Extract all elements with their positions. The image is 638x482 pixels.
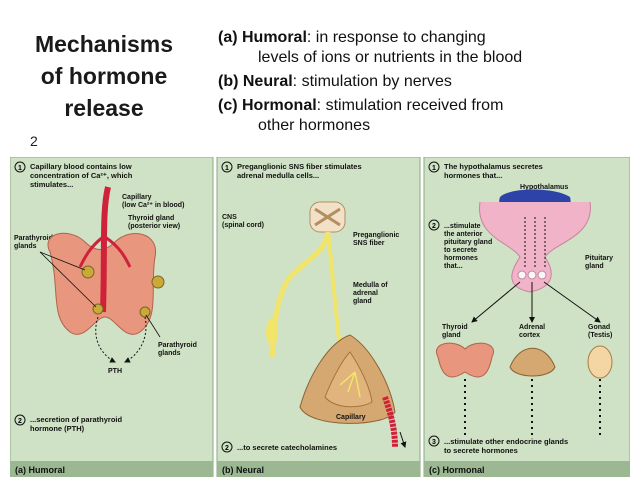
step-2-text: ...stimulate the anterior pituitary glan… [444, 223, 494, 270]
capillary-vessel [382, 396, 398, 448]
definition-label: (c) Hormonal [218, 97, 317, 114]
svg-text:3: 3 [432, 439, 436, 446]
gonad-label: Gonad (Testis) [588, 324, 612, 339]
mechanisms-diagram: (a) Humoral 1 Capillary blood contains l… [9, 156, 631, 478]
step-2-badge [428, 219, 440, 231]
slide-number: 2 [30, 133, 38, 149]
capillary-label: Capillary [336, 414, 366, 421]
definition-label: (b) Neural [218, 73, 293, 90]
parathyroid-label: Parathyroid glands [14, 235, 55, 250]
step-2-badge [221, 441, 233, 453]
hypothalamus-label: Hypothalamus [520, 184, 568, 191]
svg-text:1: 1 [18, 165, 22, 172]
slide-title: Mechanisms of hormone release [8, 28, 200, 124]
panel-hormonal: (c) Hormonal 1 The hypothalamus secretes… [423, 156, 631, 478]
parathyroid-gland-1 [81, 265, 95, 279]
target-thyroid-shape [435, 342, 495, 378]
panel-humoral: (a) Humoral 1 Capillary blood contains l… [9, 156, 214, 478]
step-1-text: The hypothalamus secretes hormones that.… [444, 162, 545, 180]
svg-text:2: 2 [432, 223, 436, 230]
parathyroid-gland-2 [151, 275, 165, 289]
step-2-badge [14, 414, 26, 426]
capillary-vessel [100, 186, 111, 313]
step-1-text: Preganglionic SNS fiber stimulates adren… [237, 162, 364, 180]
parathyroid-gland-4 [139, 306, 151, 318]
medulla-label: Medulla of adrenal gland [353, 282, 390, 305]
panel-b-caption: (b) Neural [222, 465, 264, 475]
definition-label: (a) Humoral [218, 29, 307, 46]
thyroid-label: Thyroid gland (posterior view) [128, 215, 180, 230]
parathyroid-label-2: Parathyroid glands [158, 342, 199, 357]
adrenal-cortex-label: Adrenal cortex [519, 324, 547, 339]
svg-text:2: 2 [225, 445, 229, 452]
definitions-list: (a) Humoral: in response to changing lev… [218, 28, 633, 140]
step-1-badge [428, 161, 440, 173]
panel-neural: (b) Neural 1 Preganglionic SNS fiber sti… [216, 156, 421, 478]
svg-text:1: 1 [432, 165, 436, 172]
panel-b-caption-bar [217, 461, 420, 477]
panel-a-caption: (a) Humoral [15, 465, 65, 475]
target-testis-shape [587, 345, 613, 379]
definition-humoral: (a) Humoral: in response to changing lev… [218, 28, 633, 68]
step-3-badge [428, 435, 440, 447]
step-2-text: ...to secrete catecholamines [237, 443, 337, 452]
title-line-3: release [64, 95, 144, 121]
step-2-text: ...secretion of parathyroid hormone (PTH… [30, 415, 124, 433]
definition-text: : stimulation by nerves [292, 73, 452, 90]
definition-neural: (b) Neural: stimulation by nerves [218, 72, 633, 92]
pituitary-label: Pituitary gland [585, 255, 615, 270]
step-1-text: Capillary blood contains low concentrati… [30, 162, 134, 189]
thyroid-label: Thyroid gland [442, 324, 470, 339]
svg-text:1: 1 [225, 165, 229, 172]
step-1-badge [221, 161, 233, 173]
step-3-text: ...stimulate other endocrine glands to s… [444, 437, 570, 455]
title-line-2: of hormone [40, 63, 168, 89]
svg-text:2: 2 [18, 418, 22, 425]
pth-label: PTH [108, 368, 122, 375]
panel-a-caption-bar [10, 461, 213, 477]
capillary-label: Capillary (low Ca²⁺ in blood) [122, 194, 184, 209]
definition-text: : stimulation received from [316, 97, 504, 114]
target-adrenal-shape [509, 347, 556, 377]
diagram-panels: (a) Humoral 1 Capillary blood contains l… [9, 156, 631, 478]
title-line-1: Mechanisms [34, 31, 174, 57]
definition-text: : in response to changing [306, 29, 486, 46]
panel-c-caption: (c) Hormonal [429, 465, 485, 475]
panel-c-caption-bar [424, 461, 630, 477]
preganglionic-label: Preganglionic SNS fiber [353, 232, 401, 247]
definition-text-cont: other hormones [258, 117, 371, 134]
definition-hormonal: (c) Hormonal: stimulation received from … [218, 96, 633, 136]
definition-text-cont: levels of ions or nutrients in the blood [258, 49, 523, 66]
cns-label: CNS (spinal cord) [222, 214, 264, 229]
step-1-badge [14, 161, 26, 173]
